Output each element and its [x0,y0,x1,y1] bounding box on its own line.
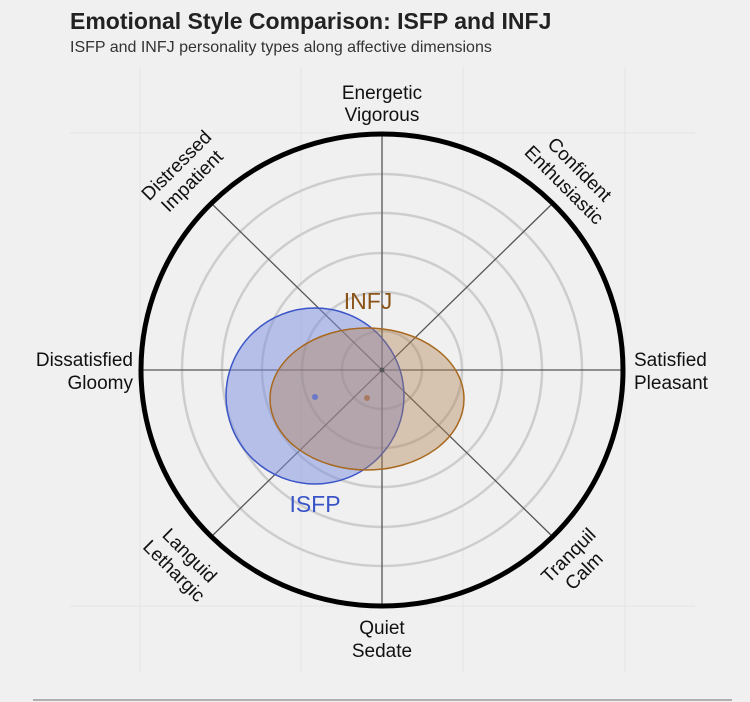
chart-title: Emotional Style Comparison: ISFP and INF… [70,8,552,34]
isfp-center-dot [312,394,318,400]
infj-label: INFJ [344,288,393,314]
bottom-divider [33,699,732,701]
axis-label-bottom-2: Sedate [352,641,412,662]
axis-label-left-1: Dissatisfied [36,350,133,371]
axis-label-top-2: Vigorous [345,105,420,126]
axis-label-top-1: Energetic [342,83,422,104]
axis-label-right-2: Pleasant [634,373,709,394]
infj-center-dot [364,395,370,401]
outer-ring [138,131,626,609]
isfp-label: ISFP [289,491,340,517]
chart-subtitle: ISFP and INFJ personality types along af… [70,39,492,56]
origin-dot [379,367,385,373]
axis-label-left-2: Gloomy [68,373,134,394]
axis-label-right-1: Satisfied [634,350,707,371]
axis-label-bottom-1: Quiet [359,618,405,639]
